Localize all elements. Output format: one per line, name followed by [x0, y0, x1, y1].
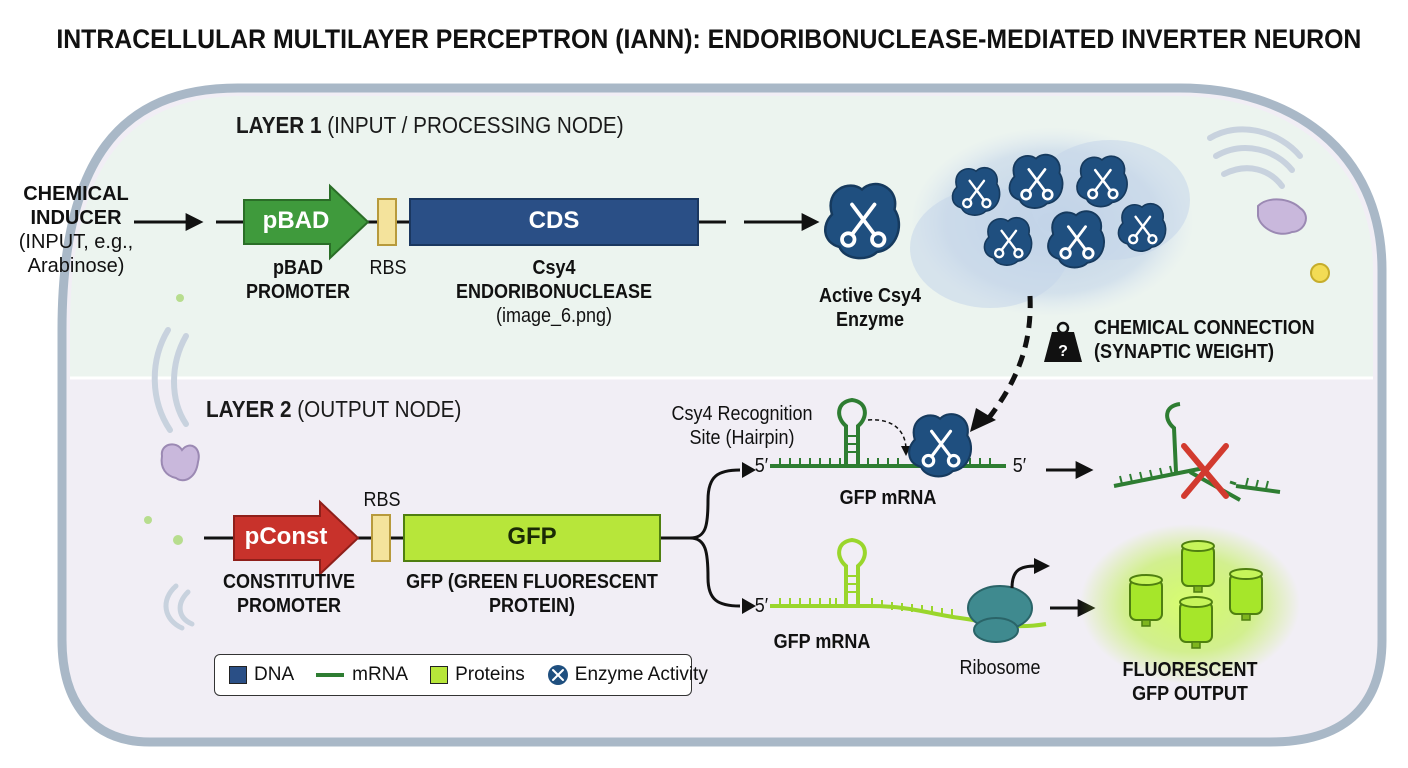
legend: DNA mRNA Proteins Enzyme Activity — [214, 654, 708, 696]
recognition-site-label: Csy4 Recognition Site (Hairpin) — [663, 402, 821, 450]
dna-swatch-icon — [229, 666, 247, 684]
active-csy4-enzyme-icon — [823, 182, 901, 261]
pconst-label-line2: PROMOTER — [236, 595, 342, 617]
cds-box-label: CDS — [528, 207, 580, 234]
svg-text:?: ? — [1058, 343, 1068, 360]
enzyme-label-line1: Active Csy4 — [818, 285, 922, 307]
inducer-detail-line1: (INPUT, e.g., — [18, 231, 134, 253]
legend-enzyme-label: Enzyme Activity — [574, 664, 708, 685]
mrna-bottom-5prime: 5′ — [754, 595, 769, 617]
rbs-label-layer1: RBS — [369, 257, 407, 279]
gfp-protein-glow-icon — [1080, 524, 1300, 684]
output-label-line2: GFP OUTPUT — [1132, 683, 1248, 705]
pbad-label-line1: pBAD — [272, 257, 323, 279]
hairpin-pointer-arrow — [867, 419, 907, 451]
legend-mrna-label: mRNA — [352, 664, 409, 685]
legend-item-dna: DNA — [229, 664, 294, 686]
legend-item-enzyme: Enzyme Activity — [547, 664, 708, 686]
gfp-mrna-top — [770, 397, 1006, 468]
pbad-box-label: pBAD — [262, 207, 330, 234]
recognition-label-line2: Site (Hairpin) — [689, 427, 795, 449]
gfp-label-line1: GFP (GREEN FLUORESCENT — [406, 571, 658, 593]
ribosome-label: Ribosome — [959, 657, 1041, 679]
pbad-label-line2: PROMOTER — [245, 281, 351, 303]
gfp-box-label: GFP — [507, 523, 557, 550]
pconst-promoter-arrow — [233, 499, 360, 577]
mrna-top-label: GFP mRNA — [839, 487, 937, 509]
csy4-cleaving-enzyme-icon — [907, 412, 973, 478]
gfp-label-line2: PROTEIN) — [488, 595, 576, 617]
gfp-protein-label: GFP (GREEN FLUORESCENT PROTEIN) — [406, 570, 658, 618]
rbs-label-layer2: RBS — [363, 489, 401, 511]
legend-dna-label: DNA — [254, 664, 295, 685]
chemical-connection-label: CHEMICAL CONNECTION (SYNAPTIC WEIGHT) — [1094, 316, 1315, 364]
mrna-top-5prime-right: 5′ — [1012, 455, 1027, 477]
cds-label-line2: ENDORIBONUCLEASE — [455, 281, 653, 303]
layer1-title: LAYER 1 (INPUT / PROCESSING NODE) — [236, 112, 624, 139]
recognition-label-line1: Csy4 Recognition — [671, 403, 813, 425]
layer2-title: LAYER 2 (OUTPUT NODE) — [206, 396, 461, 423]
enzyme-label-line2: Enzyme — [835, 309, 905, 331]
mrna-bottom-label: GFP mRNA — [773, 631, 871, 653]
pconst-box-label: pConst — [244, 523, 328, 550]
csy4-cds-label: Csy4 ENDORIBONUCLEASE (image_6.png) — [442, 256, 665, 328]
synaptic-weight-arrow — [970, 295, 1033, 432]
connection-label-line1: CHEMICAL CONNECTION — [1094, 317, 1315, 339]
chemical-inducer-label: CHEMICAL INDUCER (INPUT, e.g., Arabinose… — [10, 182, 142, 278]
active-csy4-label: Active Csy4 Enzyme — [807, 284, 933, 332]
layer1-title-bold: LAYER 1 — [236, 112, 322, 138]
rbs-box-layer1 — [377, 198, 397, 246]
pconst-label-line1: CONSTITUTIVE — [222, 571, 355, 593]
layer1-title-rest: (INPUT / PROCESSING NODE) — [321, 112, 624, 138]
pbad-promoter-arrow — [243, 183, 370, 261]
legend-item-mrna: mRNA — [316, 664, 408, 686]
legend-proteins-label: Proteins — [455, 664, 525, 685]
cds-label-line1: Csy4 — [532, 257, 576, 279]
mrna-line-icon — [316, 673, 345, 677]
inducer-title-line2: INDUCER — [30, 207, 122, 229]
legend-item-proteins: Proteins — [430, 664, 525, 686]
inducer-detail-line2: Arabinose) — [27, 255, 125, 277]
fluorescent-output-label: FLUORESCENT GFP OUTPUT — [1118, 658, 1262, 706]
transcription-branch-arrows — [689, 468, 741, 608]
mrna-top-5prime-left: 5′ — [754, 455, 769, 477]
protein-swatch-icon — [430, 666, 449, 684]
connection-label-line2: (SYNAPTIC WEIGHT) — [1094, 341, 1274, 363]
constitutive-promoter-label: CONSTITUTIVE PROMOTER — [213, 570, 366, 618]
output-label-line1: FLUORESCENT — [1122, 659, 1258, 681]
inducer-title-line1: CHEMICAL — [23, 183, 129, 205]
cds-box — [409, 198, 699, 246]
cds-label-line3: (image_6.png) — [495, 305, 613, 327]
ribosome-icon — [967, 558, 1050, 643]
pbad-promoter-label: pBAD PROMOTER — [239, 256, 358, 304]
weight-question-icon: ? — [1044, 321, 1082, 362]
gfp-box — [403, 514, 661, 562]
cleaved-x-icon — [1181, 443, 1229, 499]
layer2-title-rest: (OUTPUT NODE) — [291, 396, 462, 422]
organelle-decorations — [144, 126, 1330, 631]
rbs-box-layer2 — [371, 514, 391, 562]
page-title: INTRACELLULAR MULTILAYER PERCEPTRON (IAN… — [56, 24, 1362, 54]
layer2-title-bold: LAYER 2 — [206, 396, 292, 422]
enzyme-activity-icon — [547, 665, 568, 685]
